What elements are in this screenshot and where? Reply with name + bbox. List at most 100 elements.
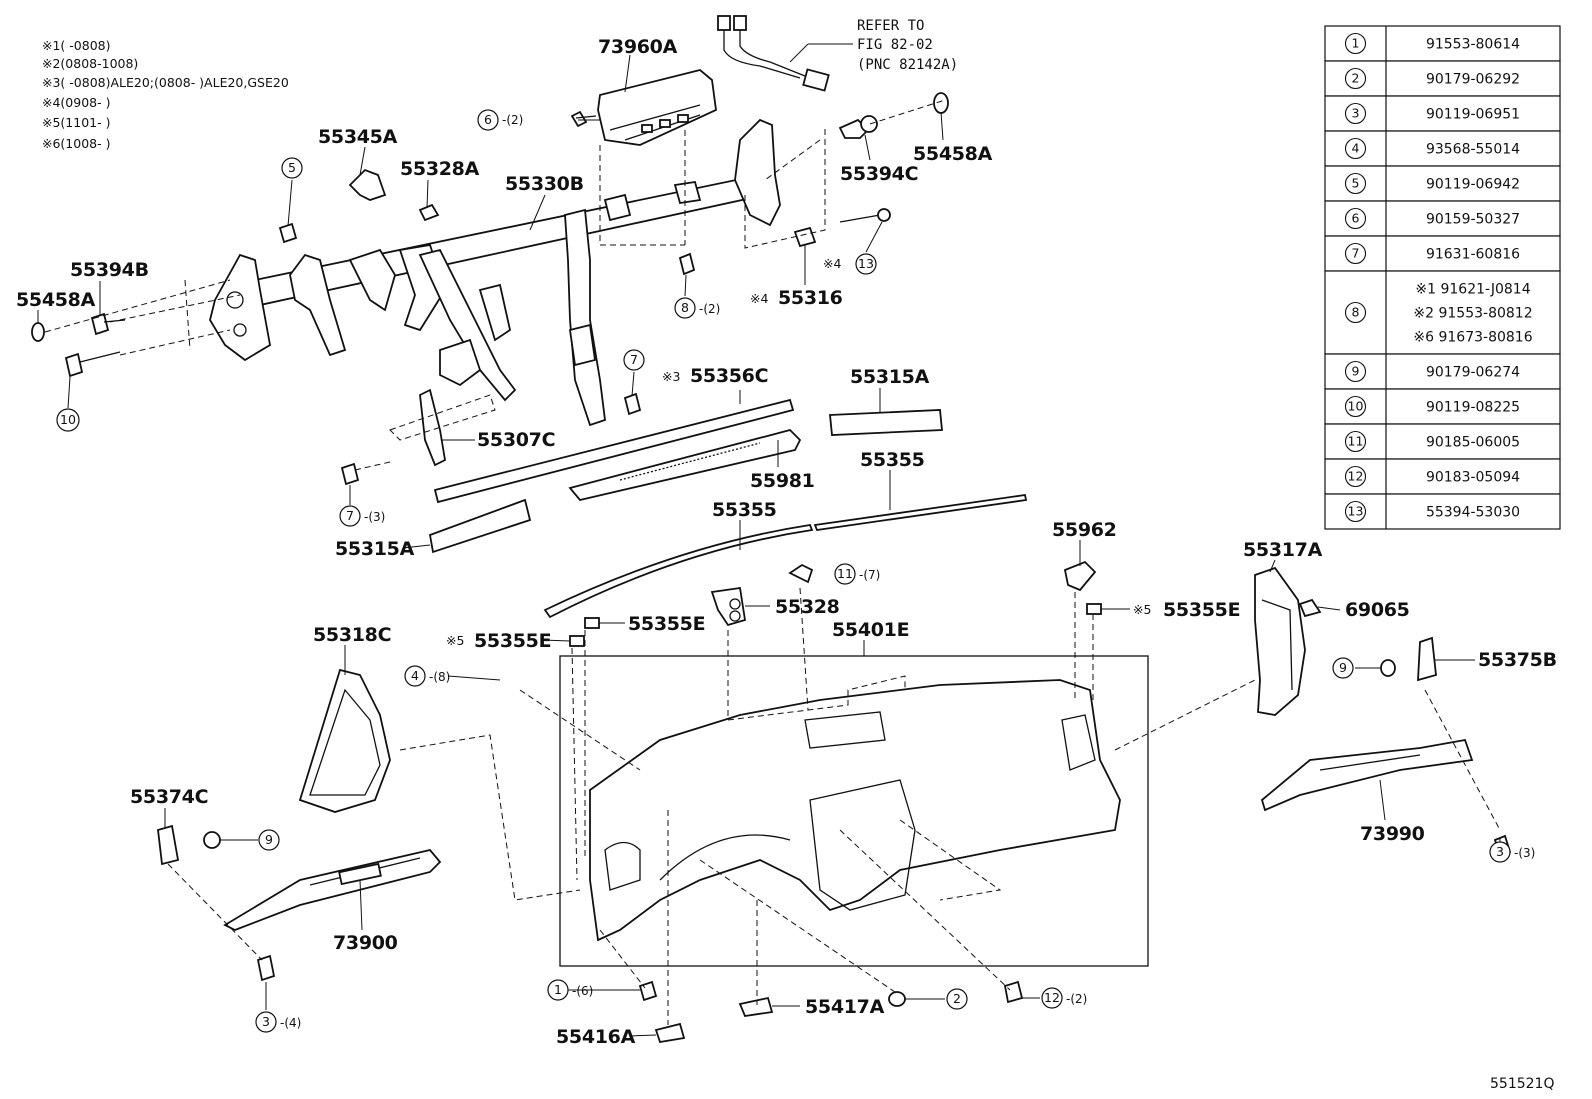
label-55355E-middle: 55355E (628, 613, 705, 635)
label-69065: 69065 (1345, 599, 1410, 621)
callout-8: 8-(2) (674, 297, 720, 319)
screw-1-shape (638, 980, 658, 1002)
bracket-55374C-shape (157, 824, 180, 866)
label-55317A: 55317A (1243, 539, 1323, 561)
parts-table-num: 7 (1352, 246, 1360, 261)
note-2: ※2(0808-1008) (42, 56, 138, 71)
label-55962: 55962 (1052, 519, 1117, 541)
svg-text:9: 9 (265, 832, 273, 847)
nut-2-shape (888, 991, 906, 1007)
clip-55416A-shape (654, 1022, 686, 1044)
label-73900: 73900 (333, 932, 398, 954)
callout-5: 5 (281, 157, 303, 179)
label-55375B: 55375B (1478, 649, 1557, 671)
parts-table-num: 9 (1352, 364, 1360, 379)
parts-table-row: 13 55394-53030 (1324, 493, 1561, 530)
parts-table-part-number: ※2 91553-80812 (1413, 306, 1532, 322)
label-55307C: 55307C (477, 429, 555, 451)
label-55981: 55981 (750, 470, 815, 492)
mark-x4-13: ※4 (823, 256, 841, 271)
parts-table-num: 1 (1352, 36, 1360, 51)
svg-text:12: 12 (1044, 990, 1060, 1005)
label-55328: 55328 (775, 596, 840, 618)
bracket-55307C-shape (419, 388, 446, 467)
label-55318C: 55318C (313, 624, 391, 646)
parts-table-row: 1 91553-80614 (1324, 25, 1561, 62)
svg-text:5: 5 (288, 160, 296, 175)
parts-table-part-number: ※1 91621-J0814 (1415, 282, 1530, 298)
callout-7-a: 7 (623, 349, 645, 371)
refer-line-1: REFER TO (857, 18, 924, 34)
label-55394B: 55394B (70, 259, 149, 281)
assembly-lines (44, 99, 1501, 1025)
side-panel-55317A-shape (1254, 566, 1306, 716)
clip-55417A-shape (738, 996, 774, 1017)
svg-text:8: 8 (681, 300, 689, 315)
svg-text:-(7): -(7) (859, 568, 880, 582)
note-6: ※6(1008- ) (42, 136, 110, 151)
block-55315A-right-shape (829, 409, 943, 436)
note-5: ※5(1101- ) (42, 115, 110, 130)
svg-text:-(2): -(2) (1066, 992, 1087, 1006)
parts-table-part-number: 90179-06292 (1426, 72, 1520, 88)
label-73960A: 73960A (598, 36, 678, 58)
bracket-55375B-shape (1417, 636, 1437, 682)
parts-table-num: 10 (1348, 399, 1364, 414)
svg-text:9: 9 (1339, 660, 1347, 675)
label-55416A: 55416A (556, 1026, 636, 1048)
svg-text:-(4): -(4) (280, 1016, 301, 1030)
label-55356C: 55356C (690, 365, 768, 387)
svg-text:6: 6 (484, 112, 492, 127)
callout-1: 1-(6) (547, 979, 593, 1001)
parts-table-part-number: 90119-06951 (1426, 107, 1520, 123)
mark-x5-right: ※5 (1133, 602, 1151, 617)
svg-text:3: 3 (262, 1014, 270, 1029)
parts-table-num: 2 (1352, 71, 1360, 86)
callout-11: 11-(7) (834, 563, 880, 585)
svg-text:4: 4 (411, 668, 419, 683)
parts-table-num: 13 (1348, 504, 1364, 519)
parts-table-num: 12 (1348, 469, 1364, 484)
parts-table-row: 8※1 91621-J0814※2 91553-80812※6 91673-80… (1324, 270, 1561, 355)
refer-leader-2 (789, 43, 809, 63)
note-1: ※1( -0808) (42, 38, 110, 53)
footer-code: 551521Q (1490, 1076, 1554, 1092)
parts-table-num: 6 (1352, 211, 1360, 226)
label-55355-right: 55355 (860, 449, 925, 471)
note-3: ※3( -0808)ALE20;(0808- )ALE20,GSE20 (42, 75, 289, 90)
callout-3-right: 3-(3) (1489, 841, 1535, 863)
label-55315A-right: 55315A (850, 366, 930, 388)
callout-3-left: 3 -(4) (255, 1011, 301, 1033)
parts-table-part-number: 90185-06005 (1426, 435, 1520, 451)
label-55328A: 55328A (400, 158, 480, 180)
parts-table-num: 3 (1352, 106, 1360, 121)
parts-table-part-number: 55394-53030 (1426, 505, 1520, 521)
parts-table-part-number: 91553-80614 (1426, 37, 1520, 53)
reinforcement-beam-shape (209, 118, 781, 427)
strip-55355-shape (543, 524, 814, 619)
svg-text:13: 13 (858, 256, 874, 271)
label-55330B: 55330B (505, 173, 584, 195)
mark-x3: ※3 (662, 369, 680, 384)
screw-3-left-shape (256, 954, 276, 982)
parts-table-part-number: 93568-55014 (1426, 142, 1520, 158)
label-55401E: 55401E (832, 619, 909, 641)
parts-table-row: 3 90119-06951 (1324, 95, 1561, 132)
parts-table-num: 8 (1352, 305, 1360, 320)
svg-text:-(3): -(3) (364, 510, 385, 524)
label-55417A: 55417A (805, 996, 885, 1018)
callout-2: 2 (946, 988, 968, 1010)
svg-text:7: 7 (630, 352, 638, 367)
clip-12-shape (1003, 980, 1024, 1004)
svg-text:2: 2 (953, 991, 961, 1006)
airbag-shape (597, 69, 717, 146)
piece-55962-shape (1063, 560, 1097, 592)
label-55355E-right: 55355E (1163, 599, 1240, 621)
label-55345A: 55345A (318, 126, 398, 148)
parts-table-row: 2 90179-06292 (1324, 60, 1561, 97)
svg-text:-(3): -(3) (1514, 846, 1535, 860)
